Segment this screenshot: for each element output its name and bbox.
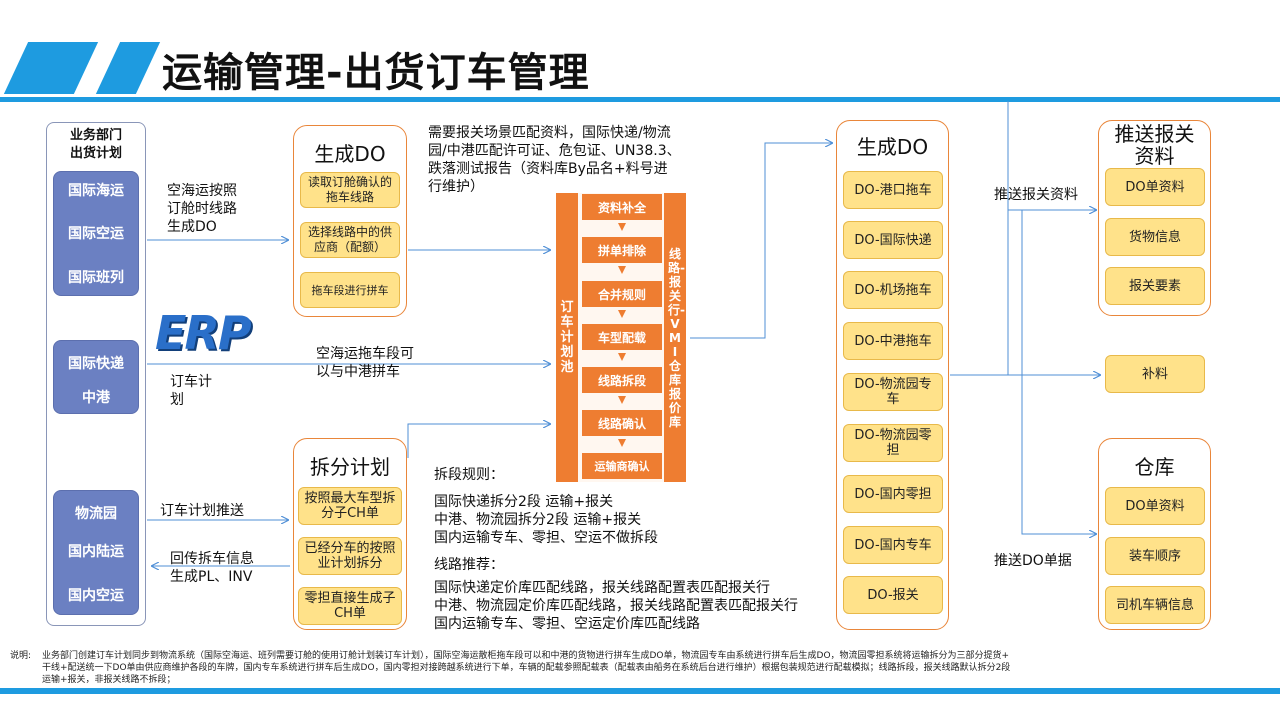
panel-title: 生成DO bbox=[314, 142, 386, 166]
panel-title: 生成DO bbox=[856, 135, 929, 159]
do-box: DO-国内零担 bbox=[843, 475, 943, 513]
do-box: DO-物流园专车 bbox=[843, 373, 943, 411]
group-item: 中港 bbox=[82, 390, 110, 406]
trailer-label: 空海运拖车段可 以与中港拼车 bbox=[316, 346, 414, 380]
do-box: DO-国际快递 bbox=[843, 221, 943, 259]
group-item: 物流园 bbox=[75, 506, 117, 522]
business-dept-title: 业务部门 出货计划 bbox=[69, 128, 122, 161]
step-box: 选择线路中的供应商（配额） bbox=[300, 222, 400, 258]
do-box: DO-物流园零担 bbox=[843, 424, 943, 462]
pool-step: 线路拆段 bbox=[582, 367, 662, 393]
supplement-box: 补料 bbox=[1105, 355, 1205, 393]
group-item: 国际班列 bbox=[68, 270, 124, 286]
do-box: DO-机场拖车 bbox=[843, 271, 943, 309]
panel-title: 拆分计划 bbox=[310, 455, 390, 479]
do-box: DO-中港拖车 bbox=[843, 322, 943, 360]
pool-step: 合并规则 bbox=[582, 281, 662, 307]
group-item: 国际海运 bbox=[68, 183, 124, 199]
customs-box: 报关要素 bbox=[1105, 267, 1205, 305]
warehouse-panel: 仓库 DO单资料 装车顺序 司机车辆信息 bbox=[1098, 438, 1211, 630]
footer-divider bbox=[0, 688, 1280, 694]
push-plan-label: 订车计划推送 bbox=[160, 503, 244, 519]
pool-step: 车型配载 bbox=[582, 324, 662, 350]
group-item: 国内空运 bbox=[68, 588, 124, 604]
push-customs-label: 推送报关资料 bbox=[994, 187, 1078, 203]
customs-box: 货物信息 bbox=[1105, 218, 1205, 256]
step-box: 已经分车的按照业计划拆分 bbox=[298, 537, 402, 575]
warehouse-box: 装车顺序 bbox=[1105, 537, 1205, 575]
footnote-label: 说明: bbox=[10, 651, 32, 661]
book-plan-label: 订车计 划 bbox=[170, 374, 212, 408]
pool-right-bar: 线路-报关行-VMI仓库报价库 bbox=[664, 193, 686, 482]
split-rules-heading: 拆段规则： bbox=[434, 467, 504, 483]
group-international: 国际海运 国际空运 国际班列 bbox=[53, 171, 139, 296]
erp-logo: ERP bbox=[155, 306, 252, 360]
feedback-label: 回传拆车信息 生成PL、INV bbox=[170, 551, 254, 585]
warehouse-box: DO单资料 bbox=[1105, 487, 1205, 525]
group-item: 国际快递 bbox=[68, 356, 124, 372]
route-rec: 国际快递定价库匹配线路，报关线路配置表匹配报关行 中港、物流园定价库匹配线路，报… bbox=[434, 580, 798, 632]
panel-title: 仓库 bbox=[1134, 455, 1175, 479]
push-do-label: 推送DO单据 bbox=[994, 553, 1072, 569]
page-title: 运输管理-出货订车管理 bbox=[162, 50, 590, 96]
generate-do-left-panel: 生成DO 读取订舱确认的拖车线路 选择线路中的供应商（配额） 拖车段进行拼车 bbox=[293, 125, 407, 317]
group-item: 国内陆运 bbox=[68, 544, 124, 560]
push-customs-panel: 推送报关 资料 DO单资料 货物信息 报关要素 bbox=[1098, 120, 1211, 316]
air-sea-label: 空海运按照 订舱时线路 生成DO bbox=[167, 183, 237, 235]
step-box: 按照最大车型拆分子CH单 bbox=[298, 487, 402, 525]
step-box: 读取订舱确认的拖车线路 bbox=[300, 172, 400, 208]
pool-left-bar: 订车计划池 bbox=[556, 193, 578, 482]
pool-step: 线路确认 bbox=[582, 410, 662, 436]
do-box: DO-港口拖车 bbox=[843, 171, 943, 209]
header-divider bbox=[0, 97, 1280, 102]
pool-step: 资料补全 bbox=[582, 194, 662, 220]
route-rec-heading: 线路推荐： bbox=[434, 557, 504, 573]
generate-do-right-panel: 生成DO DO-港口拖车 DO-国际快递 DO-机场拖车 DO-中港拖车 DO-… bbox=[836, 120, 949, 630]
group-domestic: 物流园 国内陆运 国内空运 bbox=[53, 490, 139, 615]
group-item: 国际空运 bbox=[68, 226, 124, 242]
step-box: 拖车段进行拼车 bbox=[300, 272, 400, 308]
do-box: DO-国内专车 bbox=[843, 526, 943, 564]
footnote-text: 业务部门创建订车计划同步到物流系统（国际空海运、班列需要订舱的使用订舱计划装订车… bbox=[42, 651, 1011, 685]
panel-title: 推送报关 资料 bbox=[1114, 122, 1195, 168]
group-express: 国际快递 中港 bbox=[53, 340, 139, 414]
pool-step: 拼单排除 bbox=[582, 237, 662, 263]
customs-box: DO单资料 bbox=[1105, 168, 1205, 206]
pool-step: 运输商确认 bbox=[582, 453, 662, 479]
step-box: 零担直接生成子CH单 bbox=[298, 587, 402, 625]
do-box: DO-报关 bbox=[843, 576, 943, 614]
split-plan-panel: 拆分计划 按照最大车型拆分子CH单 已经分车的按照业计划拆分 零担直接生成子CH… bbox=[293, 438, 407, 630]
customs-note: 需要报关场景匹配资料，国际快递/物流 园/中港匹配许可证、危包证、UN38.3、… bbox=[428, 125, 681, 195]
split-rules: 国际快递拆分2段 运输+报关 中港、物流园拆分2段 运输+报关 国内运输专车、零… bbox=[434, 494, 658, 546]
warehouse-box: 司机车辆信息 bbox=[1105, 586, 1205, 624]
